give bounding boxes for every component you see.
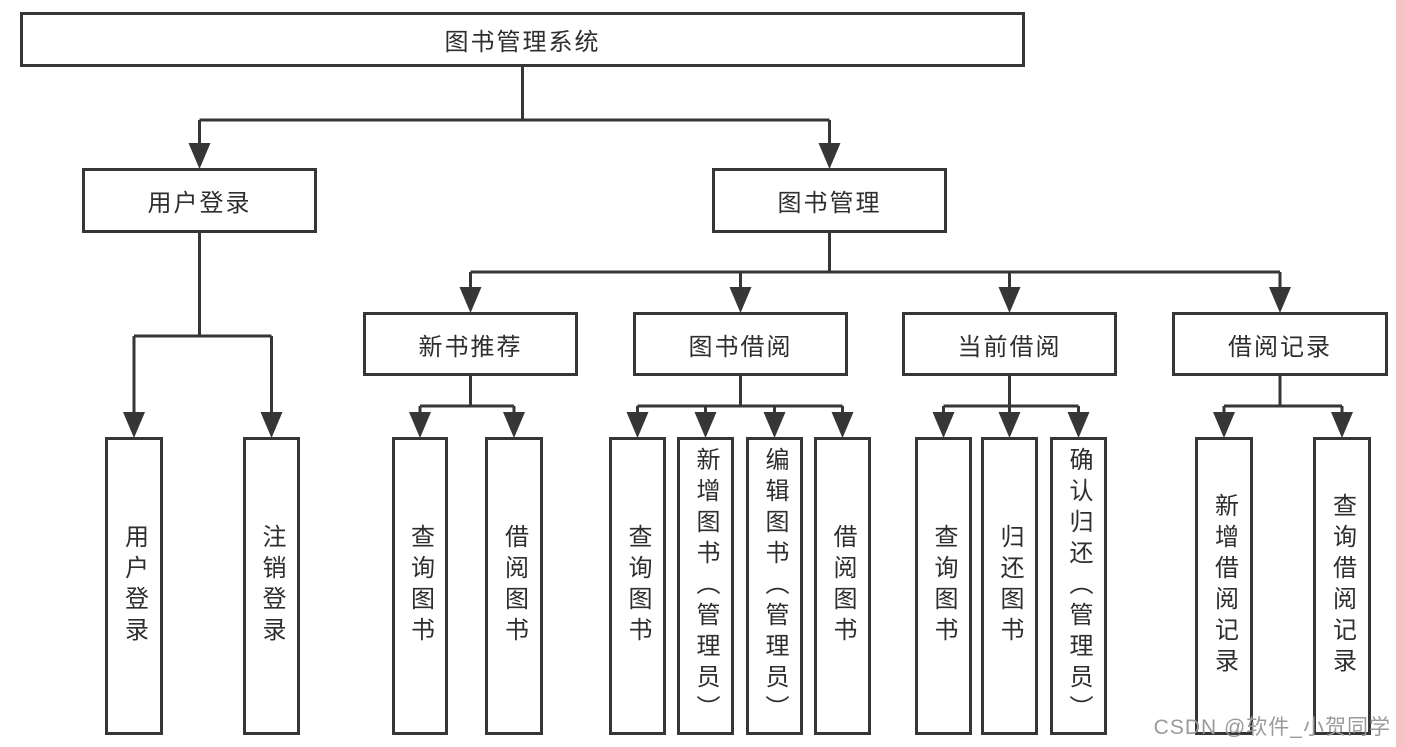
- connector-borrowrecords-to-leaves: [1222, 376, 1344, 414]
- leaf-edit-book-admin: 编辑图书（管理员）: [746, 437, 803, 735]
- arrowhead: [503, 412, 525, 438]
- connector-root-to-level2: [198, 67, 831, 146]
- arrowhead: [818, 143, 841, 169]
- arrowhead: [694, 412, 717, 438]
- node-user-login: 用户登录: [82, 168, 317, 233]
- arrowhead: [188, 143, 211, 169]
- node-book-management: 图书管理: [712, 168, 947, 233]
- leaf-add-book-admin: 新增图书（管理员）: [677, 437, 734, 735]
- leaf-query-book-current: 查询图书: [915, 437, 972, 735]
- connector-bookmgmt-to-level3: [469, 233, 1282, 290]
- arrowhead: [998, 412, 1021, 438]
- leaf-query-book-borrow: 查询图书: [609, 437, 666, 735]
- leaf-logout: 注销登录: [243, 437, 300, 735]
- connector-currentborrow-to-leaves: [942, 376, 1080, 414]
- arrowhead: [1331, 412, 1353, 438]
- arrowhead: [1067, 412, 1090, 438]
- connector-newbookrec-to-leaves: [418, 376, 516, 414]
- arrowhead: [459, 287, 482, 313]
- node-current-borrow: 当前借阅: [902, 312, 1117, 376]
- node-root: 图书管理系统: [20, 12, 1025, 67]
- connector-userlogin-to-leaves: [132, 233, 273, 414]
- csdn-watermark: CSDN @软件_小贺同学: [1153, 716, 1391, 739]
- node-book-borrow: 图书借阅: [633, 312, 848, 376]
- arrowhead: [260, 412, 283, 438]
- right-edge-strip: [1396, 0, 1405, 747]
- leaf-add-borrow-record: 新增借阅记录: [1195, 437, 1253, 735]
- arrowhead: [831, 412, 854, 438]
- leaf-borrow-book: 借阅图书: [814, 437, 871, 735]
- leaf-user-login: 用户登录: [105, 437, 163, 735]
- arrowhead: [729, 287, 752, 313]
- leaf-query-book-recommend: 查询图书: [392, 437, 448, 735]
- arrowhead: [1269, 287, 1291, 313]
- arrowhead: [409, 412, 431, 438]
- arrowhead: [932, 412, 955, 438]
- node-borrow-records: 借阅记录: [1172, 312, 1388, 376]
- arrowhead: [998, 287, 1021, 313]
- connector-bookborrow-to-leaves: [636, 376, 844, 414]
- leaf-query-borrow-record: 查询借阅记录: [1313, 437, 1371, 735]
- arrowhead: [626, 412, 649, 438]
- leaf-confirm-return-admin: 确认归还（管理员）: [1050, 437, 1107, 735]
- leaf-borrow-book-recommend: 借阅图书: [485, 437, 543, 735]
- arrowhead: [763, 412, 786, 438]
- arrowhead: [1213, 412, 1235, 438]
- leaf-return-book: 归还图书: [981, 437, 1038, 735]
- arrowhead: [123, 412, 145, 438]
- node-new-book-recommend: 新书推荐: [363, 312, 578, 376]
